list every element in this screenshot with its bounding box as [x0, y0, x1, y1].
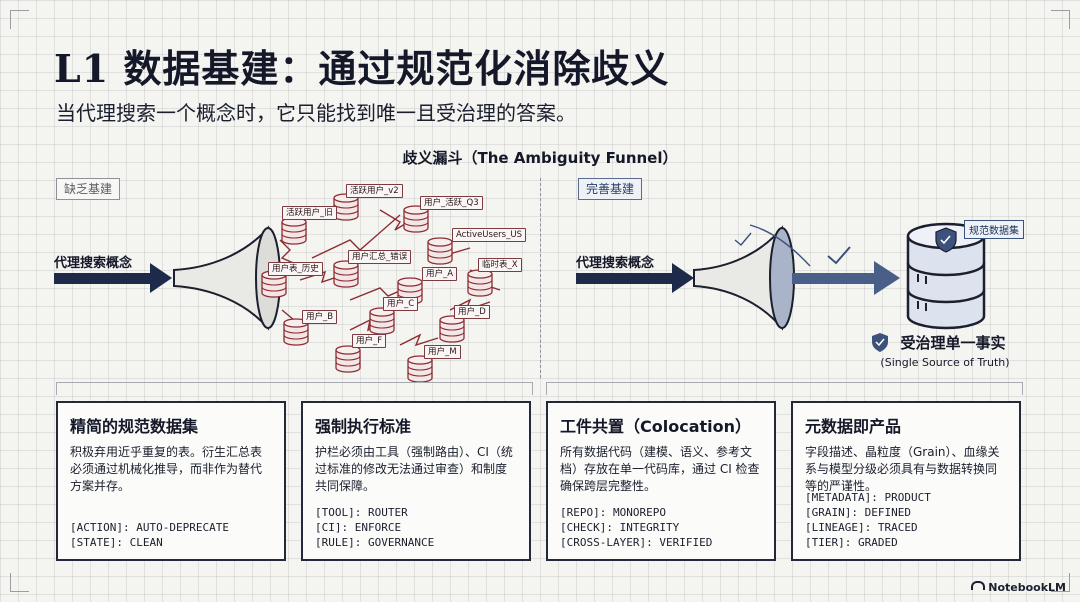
- card-title: 强制执行标准: [315, 417, 412, 436]
- code-line: [TOOL]: ROUTER: [315, 506, 408, 519]
- section-bracket: [56, 382, 533, 395]
- ssot-label-cn: 受治理单一事实: [900, 334, 1006, 352]
- db-label: ActiveUsers_US: [452, 228, 526, 242]
- db-label: 临时表_X: [478, 258, 522, 272]
- section-bracket: [546, 382, 1023, 395]
- governed-graphic: [576, 222, 986, 352]
- governed-diagram: 代理搜索概念 规范数据集 受治理单一事实 (Single Source of T…: [570, 170, 1050, 385]
- governed-arrow-head: [874, 261, 900, 295]
- diagram-divider: [540, 178, 541, 378]
- page-subtitle: 当代理搜索一个概念时，它只能找到唯一且受治理的答案。: [56, 101, 576, 125]
- card-enforce-standards: 强制执行标准 护栏必须由工具（强制路由）、CI（统过标准的修改无法通过审查）和制…: [301, 401, 531, 561]
- page-frame: [10, 10, 1070, 592]
- checkmark-icon: [734, 232, 752, 246]
- funnel-icon: [693, 225, 795, 331]
- frame-corner: [1051, 10, 1070, 29]
- chaos-line: [279, 239, 299, 266]
- golden-dataset-label: 规范数据集: [964, 220, 1024, 239]
- ssot-label-en: (Single Source of Truth): [880, 356, 1010, 369]
- database-icon: [335, 345, 361, 373]
- code-line: [CROSS-LAYER]: VERIFIED: [560, 536, 713, 549]
- chaos-graphic: [54, 193, 501, 383]
- database-icon: [369, 307, 395, 335]
- frame-corner: [10, 573, 29, 592]
- card-description: 护栏必须由工具（强制路由）、CI（统过标准的修改无法通过审查）和制度共同保障。: [315, 445, 513, 493]
- card-description: 字段描述、晶粒度（Grain）、血缘关系与模型分级必须具有与数据转换同等的严谨性…: [805, 445, 1000, 493]
- db-label: 用户_M: [424, 345, 461, 359]
- code-line: [CHECK]: INTEGRITY: [560, 521, 680, 534]
- chaos-diagram: 代理搜索概念 活跃用户_旧 活跃用户_v2 用户_活跃_Q3 ActiveUse…: [50, 170, 540, 385]
- db-label: 用户_活跃_Q3: [420, 196, 483, 210]
- right-query-label: 代理搜索概念: [576, 256, 655, 271]
- tag-no-infrastructure: 缺乏基建: [56, 178, 121, 200]
- chaos-line: [311, 214, 401, 259]
- query-arrow-head: [150, 263, 172, 293]
- card-code: [TOOL]: ROUTER [CI]: ENFORCE [RULE]: GOV…: [315, 505, 434, 550]
- db-label: 活跃用户_v2: [346, 184, 403, 198]
- chaos-databases: [261, 193, 493, 383]
- database-icon: [281, 217, 307, 245]
- database-icon: [427, 237, 453, 265]
- database-icon: [403, 205, 429, 233]
- code-line: [ACTION]: AUTO-DEPRECATE: [70, 521, 229, 534]
- code-line: [TIER]: GRADED: [805, 536, 898, 549]
- tag-good-infrastructure: 完善基建: [578, 178, 643, 200]
- code-line: [GRAIN]: DEFINED: [805, 506, 911, 519]
- query-arrow-head: [672, 263, 694, 293]
- db-label: 用户_F: [352, 334, 387, 348]
- code-line: [CI]: ENFORCE: [315, 521, 402, 534]
- db-label: 用户汇总_错误: [348, 250, 412, 264]
- code-line: [STATE]: CLEAN: [70, 536, 163, 549]
- card-code: [REPO]: MONOREPO [CHECK]: INTEGRITY [CRO…: [560, 505, 712, 550]
- card-title: 元数据即产品: [805, 417, 902, 436]
- funnel-title: 歧义漏斗（The Ambiguity Funnel）: [402, 149, 678, 167]
- chaos-line: [399, 333, 439, 347]
- page-title: L1 数据基建：通过规范化消除歧义: [54, 46, 670, 91]
- card-canonical-datasets: 精简的规范数据集 积极弃用近乎重复的表。衍生汇总表必须通过机械化推导，而非作为替…: [56, 401, 286, 561]
- card-code: [ACTION]: AUTO-DEPRECATE [STATE]: CLEAN: [70, 520, 229, 550]
- governed-arrow-shaft: [792, 273, 876, 284]
- card-title: 精简的规范数据集: [70, 417, 199, 436]
- code-line: [REPO]: MONOREPO: [560, 506, 666, 519]
- query-arrow-shaft: [576, 273, 674, 284]
- card-description: 所有数据代码（建模、语义、参考文档）存放在单一代码库，通过 CI 检查确保跨层完…: [560, 445, 760, 493]
- db-label: 活跃用户_旧: [282, 206, 337, 220]
- db-label: 用户表_历史: [268, 262, 323, 276]
- db-label: 用户_B: [302, 310, 338, 324]
- frame-corner: [10, 10, 29, 29]
- db-label: 用户_A: [422, 267, 458, 281]
- brand-name: NotebookLM: [988, 581, 1066, 594]
- card-title: 工件共置（Colocation）: [560, 417, 752, 436]
- query-arrow-shaft: [54, 273, 152, 284]
- card-metadata-product: 元数据即产品 字段描述、晶粒度（Grain）、血缘关系与模型分级必须具有与数据转…: [791, 401, 1021, 561]
- shield-check-icon: [872, 333, 888, 352]
- db-label: 用户_C: [383, 297, 419, 311]
- card-colocation: 工件共置（Colocation） 所有数据代码（建模、语义、参考文档）存放在单一…: [546, 401, 776, 561]
- db-label: 用户_D: [454, 305, 490, 319]
- single-source-of-truth: 受治理单一事实 (Single Source of Truth): [870, 332, 1020, 369]
- database-icon: [467, 269, 493, 297]
- code-line: [METADATA]: PRODUCT: [805, 491, 931, 504]
- checkmark-icon: [827, 246, 851, 265]
- card-description: 积极弃用近乎重复的表。衍生汇总表必须通过机械化推导，而非作为替代方案并存。: [70, 445, 263, 493]
- guide-arc: [749, 224, 811, 267]
- notebooklm-icon: [971, 581, 986, 590]
- code-line: [RULE]: GOVERNANCE: [315, 536, 435, 549]
- code-line: [LINEAGE]: TRACED: [805, 521, 918, 534]
- frame-corner: [1051, 573, 1070, 592]
- database-icon: [333, 260, 359, 288]
- brand-logo: NotebookLM: [971, 581, 1066, 594]
- shield-check-icon: [935, 227, 957, 253]
- card-code: [METADATA]: PRODUCT [GRAIN]: DEFINED [LI…: [805, 490, 931, 550]
- database-icon: [439, 315, 465, 343]
- database-icon: [407, 355, 433, 383]
- left-query-label: 代理搜索概念: [54, 256, 133, 271]
